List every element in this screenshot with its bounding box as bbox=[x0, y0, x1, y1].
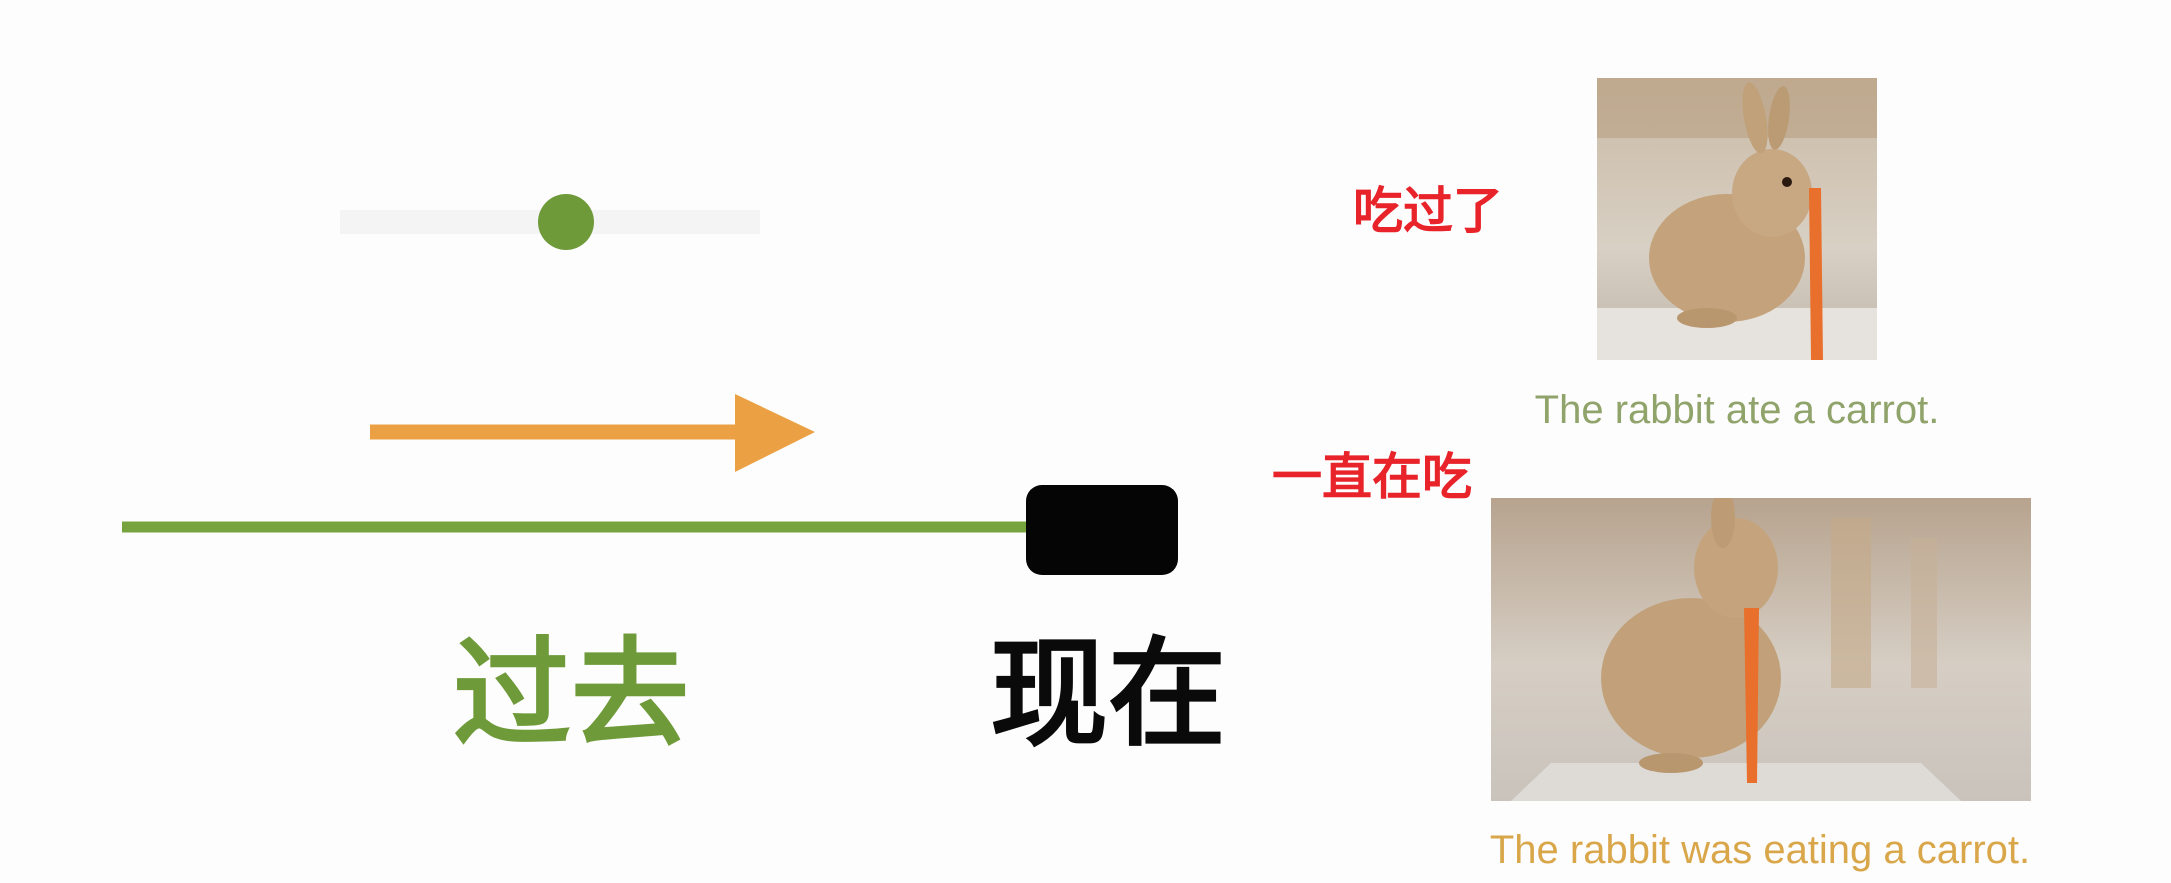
present-label: 现在 bbox=[990, 624, 1227, 763]
time-flow-arrow-head bbox=[735, 394, 815, 472]
past-point-marker bbox=[538, 194, 594, 250]
past-continuous-label: 一直在吃 bbox=[1272, 448, 1472, 506]
past-label: 过去 bbox=[453, 624, 690, 763]
rabbit-eating-carrot-photo bbox=[1491, 498, 2031, 801]
past-simple-label: 吃过了 bbox=[1353, 182, 1503, 240]
past-continuous-caption: The rabbit was eating a carrot. bbox=[1489, 828, 2031, 872]
past-simple-caption: The rabbit ate a carrot. bbox=[1534, 388, 1940, 432]
rabbit-with-carrot-photo bbox=[1597, 78, 1877, 360]
present-marker bbox=[1026, 485, 1178, 575]
